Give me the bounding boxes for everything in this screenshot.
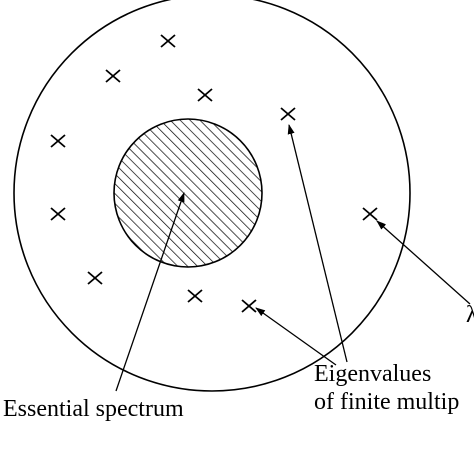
essential-spectrum-disk <box>113 118 263 268</box>
eigenvalue-arrow-upper <box>287 124 348 363</box>
essential-spectrum-arrow <box>115 192 185 392</box>
eigenvalue-marker <box>105 69 121 83</box>
essential-spectrum-label: Essential spectrum <box>3 396 184 422</box>
eigenvalue-marker <box>187 289 203 303</box>
eigenvalue-marker <box>362 207 378 221</box>
eigenvalue-marker <box>160 34 176 48</box>
eigenvalue-marker <box>280 107 296 121</box>
eigenvalue-marker <box>50 134 66 148</box>
eigenvalues-label-line1: Eigenvalues <box>314 361 432 387</box>
outer-disk <box>13 0 411 392</box>
eigenvalue-marker <box>241 299 257 313</box>
edge-eigenvalue-label: λ <box>466 302 474 328</box>
eigenvalues-label-line2: of finite multip <box>314 389 460 415</box>
eigenvalue-markers <box>50 34 378 313</box>
eigenvalue-marker <box>87 271 103 285</box>
edge-eigenvalue-arrow <box>376 220 471 305</box>
eigenvalue-marker <box>50 207 66 221</box>
eigenvalue-arrow-lower <box>255 307 337 366</box>
annotation-arrows <box>115 124 471 392</box>
eigenvalue-marker <box>197 88 213 102</box>
